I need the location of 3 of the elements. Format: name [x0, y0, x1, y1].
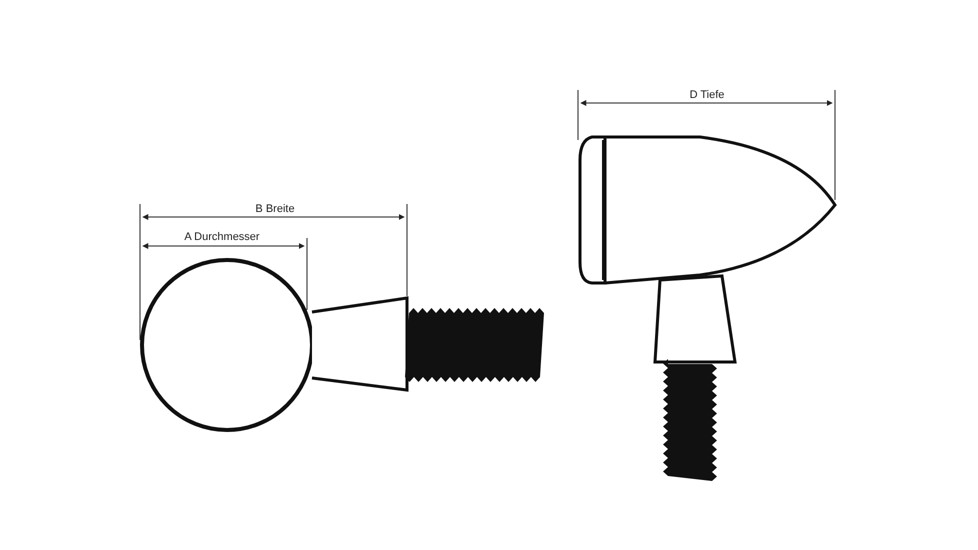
dimension-label: B Breite [255, 203, 295, 216]
dimension-label: D Tiefe [690, 89, 724, 102]
dimension-label: A Durchmesser [184, 231, 260, 244]
